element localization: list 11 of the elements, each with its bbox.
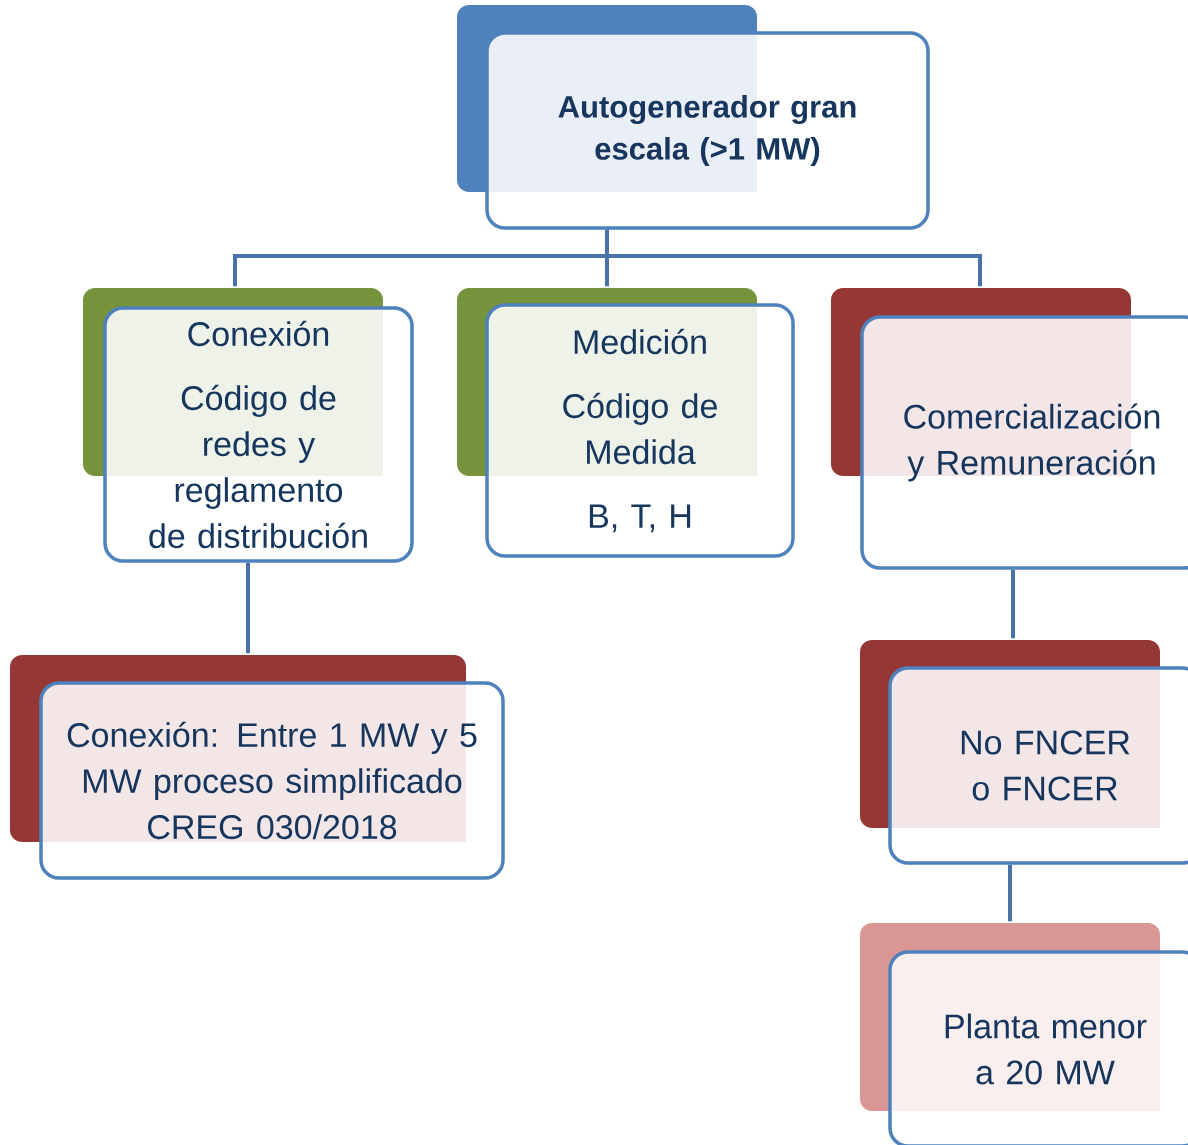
connector-line <box>1011 569 1015 639</box>
connector-line <box>1008 864 1012 922</box>
connector-line <box>605 229 982 287</box>
org-chart-box: Conexión: Entre 1 MW y 5 MW proceso simplificado CREG 030/2018 <box>10 655 505 880</box>
org-chart-box: No FNCER o FNCER <box>860 640 1188 865</box>
org-chart-box: Planta menor a 20 MW <box>860 923 1188 1145</box>
org-chart-box: Comercialización y Remuneración <box>831 288 1188 570</box>
org-chart-box: Conexión Código de redes y reglamento de distribución <box>83 288 414 563</box>
connector-line <box>246 562 250 654</box>
org-chart-box: Autogenerador gran escala (>1 MW) <box>457 5 930 230</box>
org-chart-box: Medición Código de Medida B, T, H <box>457 288 795 558</box>
